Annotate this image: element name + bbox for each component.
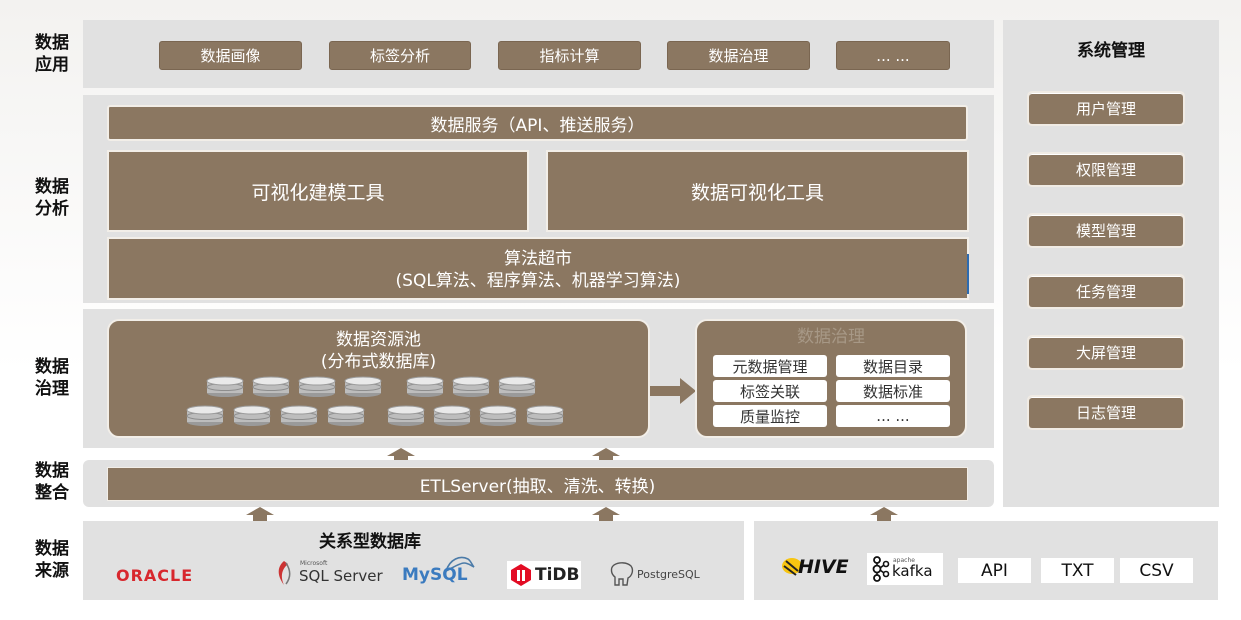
sqlserver-label: SQL Server (299, 567, 383, 585)
tidb-label: TiDB (535, 565, 580, 585)
gov-item-more[interactable]: ... ... (836, 405, 950, 427)
layer-label-analysis: 数据 分析 (35, 177, 69, 219)
gov-item-metadata[interactable]: 元数据管理 (713, 355, 827, 377)
resource-pool-title: 数据资源池 (336, 330, 421, 350)
sys-item-log[interactable]: 日志管理 (1029, 397, 1183, 428)
hive-bee-icon (782, 558, 802, 576)
data-service-bar[interactable]: 数据服务（API、推送服务） (107, 105, 968, 141)
database-cylinder-icon (479, 405, 517, 426)
app-button-governance[interactable]: 数据治理 (667, 41, 810, 70)
arrow-up-icon (387, 448, 415, 462)
database-cylinder-icon (233, 405, 271, 426)
sqlserver-small-label: Microsoft (300, 560, 328, 567)
tidb-logo: TiDB (507, 561, 581, 589)
visual-modeling-tool[interactable]: 可视化建模工具 (107, 150, 529, 232)
postgresql-label: PostgreSQL (637, 568, 700, 581)
arrow-up-icon (870, 507, 898, 521)
app-button-portrait[interactable]: 数据画像 (159, 41, 302, 70)
kafka-label: kafka (892, 562, 933, 580)
layer-label-app: 数据 应用 (35, 33, 69, 75)
app-button-metric[interactable]: 指标计算 (498, 41, 641, 70)
source-api[interactable]: API (958, 558, 1031, 583)
database-cylinder-icon (452, 376, 490, 397)
kafka-icon (872, 556, 890, 582)
sys-item-user[interactable]: 用户管理 (1029, 93, 1183, 124)
tidb-icon (511, 564, 531, 586)
data-visualization-tool[interactable]: 数据可视化工具 (546, 150, 969, 232)
layer-label-source: 数据 来源 (35, 539, 69, 581)
arrow-up-icon (592, 448, 620, 462)
kafka-logo: apache kafka (867, 553, 943, 585)
gov-item-standard[interactable]: 数据标准 (836, 380, 950, 402)
relational-db-title: 关系型数据库 (319, 532, 421, 552)
source-txt[interactable]: TXT (1041, 558, 1114, 583)
database-cylinder-icon (344, 376, 382, 397)
source-csv[interactable]: CSV (1120, 558, 1193, 583)
elephant-icon (610, 562, 634, 586)
database-cylinder-icon (406, 376, 444, 397)
dolphin-icon (444, 556, 475, 573)
arrow-up-icon (246, 507, 274, 521)
data-governance-title: 数据治理 (797, 327, 865, 347)
database-cylinder-icon (498, 376, 536, 397)
algorithm-market-subtitle: (SQL算法、程序算法、机器学习算法) (395, 271, 681, 291)
layer-label-governance: 数据 治理 (35, 357, 69, 399)
gov-item-catalog[interactable]: 数据目录 (836, 355, 950, 377)
database-cylinder-icon (280, 405, 318, 426)
database-cylinder-icon (327, 405, 365, 426)
hive-logo: HIVE (780, 553, 849, 583)
database-cylinder-icon (252, 376, 290, 397)
mysql-logo: MySQL (402, 553, 478, 589)
arrow-up-icon (592, 507, 620, 521)
analysis-edge-line (967, 254, 969, 294)
app-button-tag-analysis[interactable]: 标签分析 (329, 41, 471, 70)
sys-item-screen[interactable]: 大屏管理 (1029, 337, 1183, 368)
system-management-title: 系统管理 (1077, 41, 1145, 61)
layer-label-integration: 数据 整合 (35, 461, 69, 503)
gov-item-quality[interactable]: 质量监控 (713, 405, 827, 427)
resource-pool-subtitle: (分布式数据库) (320, 352, 437, 372)
mysql-label: MySQL (402, 565, 468, 585)
sys-item-model[interactable]: 模型管理 (1029, 215, 1183, 246)
database-cylinder-icon (298, 376, 336, 397)
database-cylinder-icon (206, 376, 244, 397)
postgresql-logo: PostgreSQL (609, 560, 709, 590)
relational-db-panel (83, 521, 744, 600)
sys-item-task[interactable]: 任务管理 (1029, 276, 1183, 307)
database-cylinder-icon (433, 405, 471, 426)
kafka-small-label: apache (893, 557, 915, 564)
database-cylinder-icon (526, 405, 564, 426)
arrow-right-icon (650, 378, 696, 404)
sqlserver-logo: Microsoft SQL Server (274, 560, 384, 588)
algorithm-market[interactable]: 算法超市 (SQL算法、程序算法、机器学习算法) (107, 237, 969, 300)
algorithm-market-title: 算法超市 (504, 249, 572, 269)
hive-label: HIVE (798, 556, 849, 578)
app-button-more[interactable]: ... ... (836, 41, 950, 70)
database-cylinder-icon (186, 405, 224, 426)
sys-item-permission[interactable]: 权限管理 (1029, 154, 1183, 185)
gov-item-tag-association[interactable]: 标签关联 (713, 380, 827, 402)
etl-server-bar[interactable]: ETLServer(抽取、清洗、转换) (107, 467, 968, 501)
oracle-logo: ORACLE (116, 566, 194, 585)
database-cylinder-icon (387, 405, 425, 426)
sqlserver-icon (278, 561, 291, 585)
